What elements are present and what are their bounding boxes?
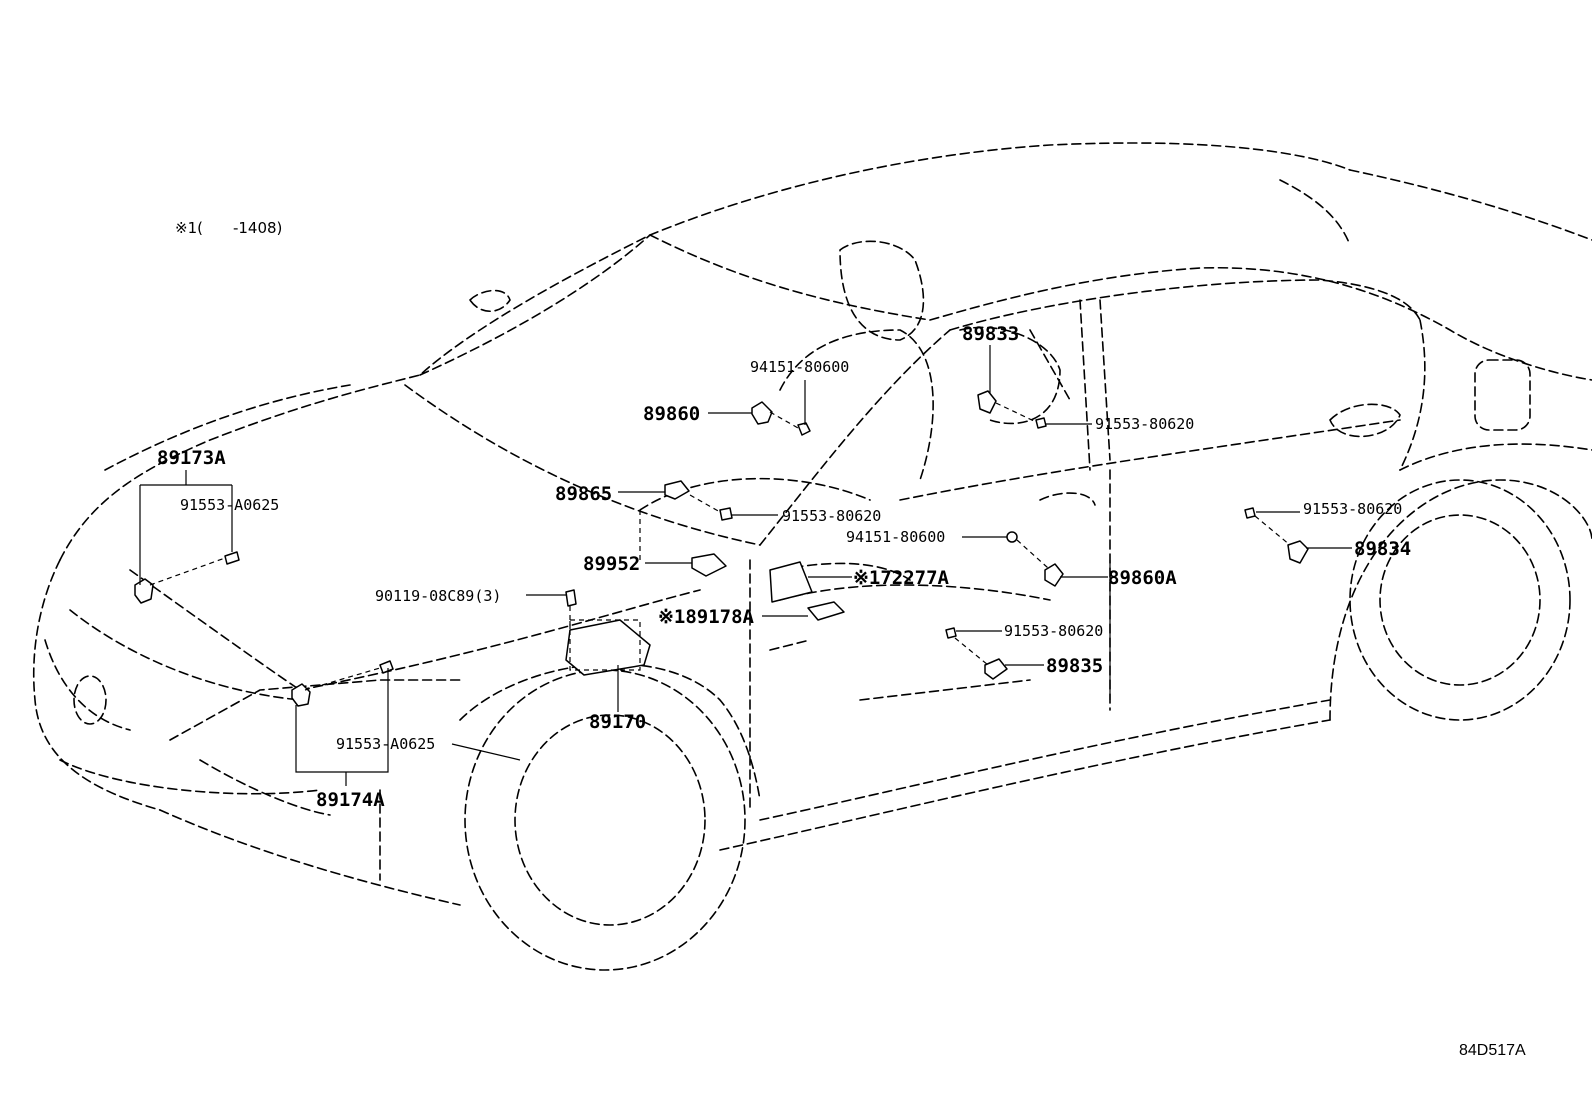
label-89170: 89170 — [589, 711, 646, 733]
bolt-89865-shape — [719, 507, 733, 521]
label-89178A: ※189178A — [658, 606, 755, 628]
label-89834: 89834 — [1354, 538, 1411, 560]
bracket-72277A-shape — [769, 561, 813, 603]
clip-94151-mid-shape — [1006, 531, 1018, 543]
label-89173A: 89173A — [157, 447, 226, 469]
label-89860A: 89860A — [1108, 567, 1177, 589]
note-1408: ※1( -1408) — [175, 219, 282, 237]
labels: ※1( -1408) 89173A 91553-A0625 94151-8060… — [157, 219, 1526, 1059]
ecu-89170-shape — [565, 619, 651, 676]
label-89833: 89833 — [962, 323, 1019, 345]
label-91553-80620-a: 91553-80620 — [1095, 415, 1194, 433]
bolt-89833-shape — [1035, 417, 1047, 429]
label-89835: 89835 — [1046, 655, 1103, 677]
clip-94151-top-shape — [797, 422, 811, 436]
sensor-89833-shape — [977, 390, 997, 414]
label-72277A: ※172277A — [853, 567, 950, 589]
label-91553-A0625-bottom: 91553-A0625 — [336, 735, 435, 753]
diagram-id: 84D517A — [1459, 1042, 1526, 1059]
sensor-89173A-shape — [134, 578, 154, 604]
bolt-89834-shape — [1244, 507, 1256, 519]
label-89865: 89865 — [555, 483, 612, 505]
bolt-89835-shape — [945, 627, 957, 639]
label-89174A: 89174A — [316, 789, 385, 811]
sensor-89835-shape — [984, 658, 1008, 680]
label-94151-80600-top: 94151-80600 — [750, 358, 849, 376]
label-91553-A0625-top: 91553-A0625 — [180, 496, 279, 514]
sensor-89865-shape — [664, 480, 690, 500]
sensor-89834-shape — [1287, 540, 1309, 564]
label-91553-80620-b: 91553-80620 — [782, 507, 881, 525]
label-94151-80600-mid: 94151-80600 — [846, 528, 945, 546]
bolt-top-shape — [224, 551, 240, 565]
bolt-bottom-shape — [379, 660, 394, 674]
label-91553-80620-d: 91553-80620 — [1303, 500, 1402, 518]
sensor-89860-shape — [751, 401, 773, 425]
parts-shapes — [134, 390, 1309, 707]
bolt-90119-shape — [565, 589, 577, 607]
connector-89952-shape — [691, 553, 727, 577]
label-89952: 89952 — [583, 553, 640, 575]
label-91553-80620-c: 91553-80620 — [1004, 622, 1103, 640]
sensor-89178A-shape — [807, 601, 845, 621]
label-90119-08C89: 90119-08C89(3) — [375, 587, 501, 605]
leader-lines — [139, 345, 1352, 786]
sensor-89860A-shape — [1044, 563, 1064, 587]
label-89860: 89860 — [643, 403, 700, 425]
